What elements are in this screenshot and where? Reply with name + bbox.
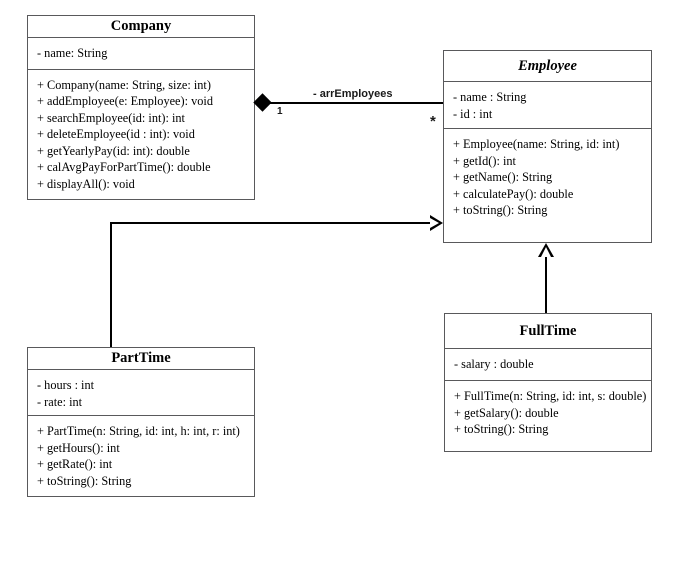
generalization-parttime-horizontal-segment	[110, 222, 430, 224]
method-row: + Company(name: String, size: int)	[37, 77, 211, 92]
method-row: + toString(): String	[37, 473, 132, 488]
method-row: + getHours(): int	[37, 440, 120, 455]
attribute-row: - name: String	[37, 46, 108, 60]
methods-compartment-company: + Company(name: String, size: int) + add…	[28, 70, 254, 200]
multiplicity-target-label: *	[430, 113, 436, 130]
method-row: + getSalary(): double	[454, 405, 559, 420]
association-role-label: - arrEmployees	[310, 88, 396, 100]
attribute-row: - salary : double	[454, 357, 534, 371]
generalization-arrowhead-parttime-icon	[430, 215, 443, 231]
class-box-employee[interactable]: Employee - name : String - id : int + Em…	[443, 50, 652, 243]
composition-diamond-icon	[253, 93, 272, 112]
method-row: + getYearlyPay(id: int): double	[37, 143, 190, 158]
attributes-compartment-employee: - name : String - id : int	[444, 82, 651, 129]
attribute-row: - id : int	[453, 106, 493, 121]
method-row: + calAvgPayForPartTime(): double	[37, 160, 211, 174]
class-name-parttime: PartTime	[28, 348, 254, 370]
attributes-compartment-company: - name: String	[28, 38, 254, 70]
generalization-arrowhead-fulltime-icon	[538, 243, 554, 257]
methods-compartment-parttime: + PartTime(n: String, id: int, h: int, r…	[28, 416, 254, 496]
multiplicity-source-label: 1	[277, 106, 283, 117]
method-row: + getRate(): int	[37, 457, 113, 471]
composition-line-company-employee	[262, 102, 444, 104]
attribute-row: - rate: int	[37, 394, 83, 409]
methods-compartment-employee: + Employee(name: String, id: int) + getI…	[444, 129, 651, 226]
method-row: + calculatePay(): double	[453, 186, 574, 201]
methods-compartment-fulltime: + FullTime(n: String, id: int, s: double…	[445, 381, 651, 445]
method-row: + deleteEmployee(id : int): void	[37, 127, 195, 141]
attributes-compartment-parttime: - hours : int - rate: int	[28, 370, 254, 416]
attributes-compartment-fulltime: - salary : double	[445, 349, 651, 381]
method-row: + FullTime(n: String, id: int, s: double…	[454, 389, 647, 403]
method-row: + toString(): String	[454, 422, 549, 436]
class-box-company[interactable]: Company - name: String + Company(name: S…	[27, 15, 255, 200]
class-name-fulltime: FullTime	[445, 314, 651, 349]
class-name-company: Company	[28, 16, 254, 38]
method-row: + getId(): int	[453, 153, 516, 168]
method-row: + displayAll(): void	[37, 176, 135, 191]
method-row: + Employee(name: String, id: int)	[453, 137, 620, 151]
method-row: + getName(): String	[453, 170, 553, 184]
generalization-fulltime-vertical-segment	[545, 256, 547, 314]
generalization-parttime-vertical-segment	[110, 222, 112, 348]
class-name-employee: Employee	[444, 51, 651, 82]
class-box-parttime[interactable]: PartTime - hours : int - rate: int + Par…	[27, 347, 255, 497]
method-row: + toString(): String	[453, 203, 548, 217]
method-row: + searchEmployee(id: int): int	[37, 110, 185, 125]
method-row: + PartTime(n: String, id: int, h: int, r…	[37, 424, 240, 438]
attribute-row: - hours : int	[37, 378, 95, 392]
method-row: + addEmployee(e: Employee): void	[37, 94, 213, 108]
attribute-row: - name : String	[453, 90, 527, 104]
class-box-fulltime[interactable]: FullTime - salary : double + FullTime(n:…	[444, 313, 652, 452]
